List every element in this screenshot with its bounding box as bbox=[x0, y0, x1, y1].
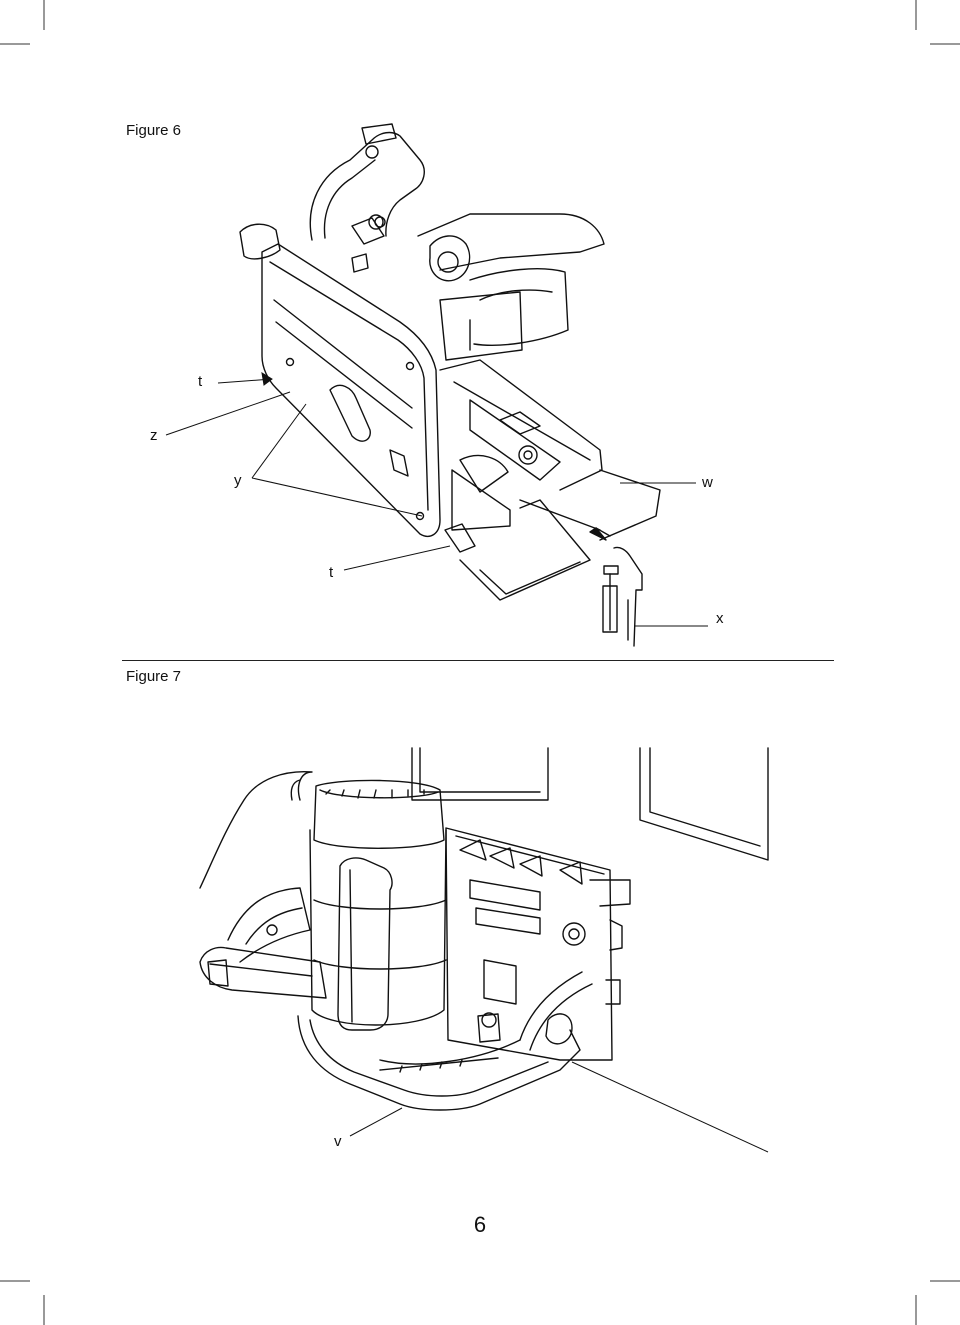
leader-v bbox=[349, 1107, 403, 1137]
leader-y-2 bbox=[251, 477, 423, 517]
callout-x: x bbox=[716, 610, 724, 627]
section-divider bbox=[122, 660, 834, 661]
callout-v: v bbox=[334, 1133, 342, 1150]
callout-w: w bbox=[702, 474, 713, 491]
page-number: 6 bbox=[473, 1212, 487, 1237]
callout-t-bottom: t bbox=[329, 564, 334, 581]
figure-7-title: Figure 7 bbox=[126, 668, 182, 685]
leader-z bbox=[165, 391, 291, 436]
callout-z: z bbox=[150, 427, 158, 444]
callout-t-top: t bbox=[198, 373, 203, 390]
leader-y-1 bbox=[251, 403, 307, 479]
callout-y: y bbox=[234, 472, 242, 489]
figure-6-biscuit-joiner-drawing bbox=[165, 123, 708, 647]
wall-edge-line bbox=[571, 1061, 769, 1153]
leader-t-bottom bbox=[343, 545, 451, 571]
figure-6-title: Figure 6 bbox=[126, 122, 182, 139]
